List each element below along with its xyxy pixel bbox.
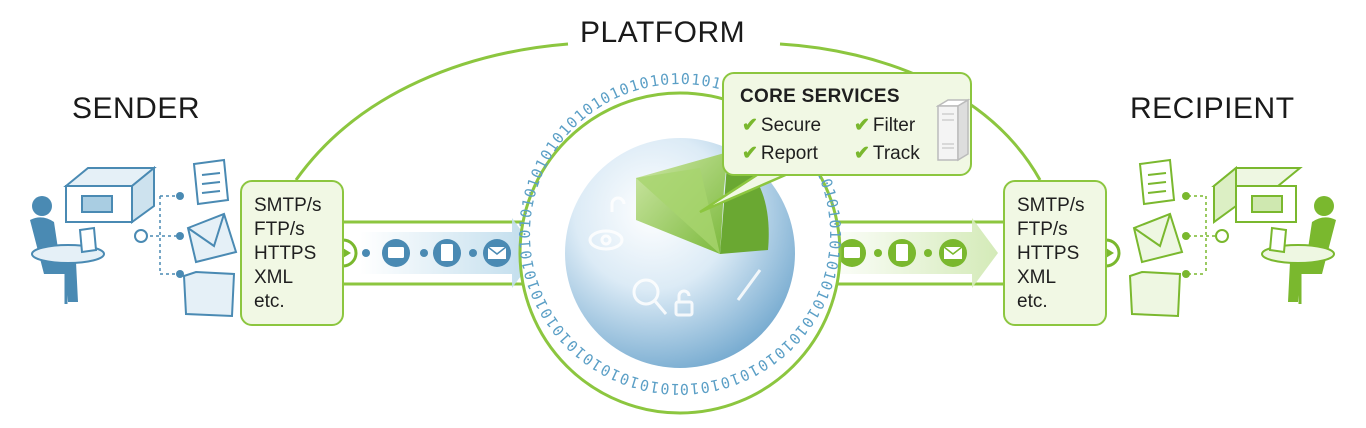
sender-server-icon xyxy=(63,165,157,224)
service-filter: ✔Filter xyxy=(854,114,915,137)
sender-label: SENDER xyxy=(72,92,201,125)
protocol-item: XML xyxy=(254,267,294,288)
pen-icon xyxy=(736,269,762,301)
protocol-item: etc. xyxy=(1017,291,1048,312)
protocol-item: FTP/s xyxy=(1017,219,1068,240)
recipient-file-connectors xyxy=(1188,195,1216,275)
unlock-icon xyxy=(610,196,626,212)
protocol-item: XML xyxy=(1017,267,1057,288)
core-services-title: CORE SERVICES xyxy=(740,86,900,107)
server-tower-icon xyxy=(936,98,970,162)
sender-folder-icon xyxy=(182,270,236,318)
platform-arc xyxy=(294,42,569,181)
sender-person-icon xyxy=(30,196,105,304)
service-label: Filter xyxy=(872,115,916,136)
check-icon: ✔ xyxy=(742,115,758,136)
check-icon: ✔ xyxy=(742,143,758,164)
protocol-item: etc. xyxy=(254,291,285,312)
service-track: ✔Track xyxy=(854,142,920,165)
sender-file-connectors xyxy=(150,195,178,275)
globe-watermark-icons xyxy=(588,196,762,317)
protocol-item: SMTP/s xyxy=(254,195,322,216)
right-flow-icons xyxy=(826,239,967,267)
left-flow-icons xyxy=(362,239,511,267)
protocol-item: SMTP/s xyxy=(1017,195,1085,216)
lock-icon xyxy=(674,300,694,317)
core-services-box: CORE SERVICES ✔Secure ✔Filter ✔Report ✔T… xyxy=(722,72,972,176)
eye-icon xyxy=(588,229,624,251)
service-report: ✔Report xyxy=(742,142,818,165)
service-secure: ✔Secure xyxy=(742,114,821,137)
recipient-envelope-icon xyxy=(1132,212,1184,264)
platform-label: PLATFORM xyxy=(580,16,746,49)
sender-envelope-icon xyxy=(186,212,238,264)
recipient-protocols-box: SMTP/s FTP/s HTTPS XML etc. xyxy=(1003,180,1107,326)
protocol-item: HTTPS xyxy=(254,243,317,264)
service-label: Track xyxy=(872,143,920,164)
service-label: Secure xyxy=(760,115,822,136)
protocol-item: FTP/s xyxy=(254,219,305,240)
recipient-server-icon xyxy=(1211,165,1303,224)
check-icon: ✔ xyxy=(854,143,870,164)
sender-protocols-box: SMTP/s FTP/s HTTPS XML etc. xyxy=(240,180,344,326)
recipient-document-icon xyxy=(1138,158,1176,206)
magnifier-icon xyxy=(632,278,660,306)
recipient-label: RECIPIENT xyxy=(1130,92,1295,125)
sender-document-icon xyxy=(192,158,230,206)
service-label: Report xyxy=(760,143,818,164)
recipient-folder-icon xyxy=(1128,270,1182,318)
recipient-person-icon xyxy=(1261,196,1336,304)
check-icon: ✔ xyxy=(854,115,870,136)
protocol-item: HTTPS xyxy=(1017,243,1080,264)
